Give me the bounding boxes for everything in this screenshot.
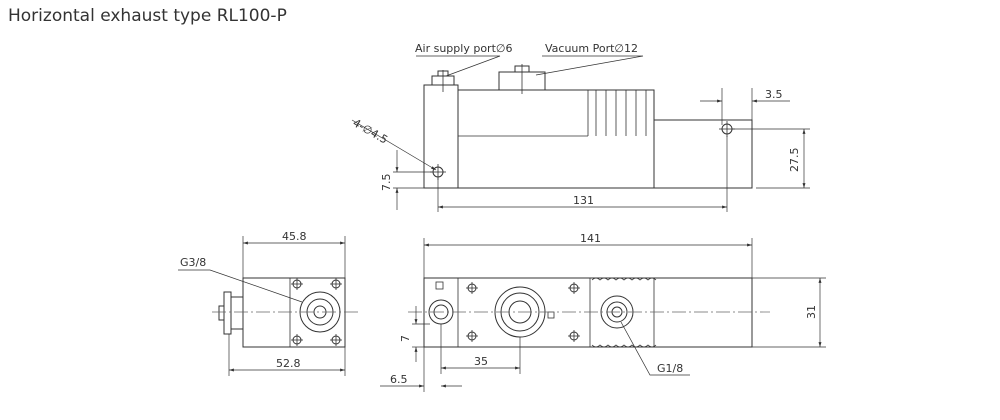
dim-7: 7	[399, 335, 412, 342]
label-g1-8: G1/8	[657, 362, 683, 375]
dim-7-5: 7.5	[380, 174, 393, 192]
side-view	[178, 236, 360, 376]
air-supply-fitting	[431, 70, 455, 92]
mounting-hole-left	[430, 164, 446, 180]
dim-35: 35	[474, 355, 488, 368]
label-g3-8: G3/8	[180, 256, 206, 269]
dim-3-5: 3.5	[765, 88, 783, 101]
dim-45-8: 45.8	[282, 230, 307, 243]
label-holes: 4-∅4.5	[351, 116, 390, 146]
fins	[595, 90, 655, 136]
vacuum-fitting	[498, 64, 546, 94]
bottom-screws	[466, 282, 580, 342]
top-view	[351, 55, 810, 212]
dim-141: 141	[580, 232, 601, 245]
label-air-supply-port: Air supply port∅6	[415, 42, 512, 55]
dim-27-5: 27.5	[788, 148, 801, 173]
bottom-view	[380, 238, 826, 392]
label-vacuum-port: Vacuum Port∅12	[545, 42, 638, 55]
dim-6-5: 6.5	[390, 373, 408, 386]
dim-131: 131	[573, 194, 594, 207]
drawing-title: Horizontal exhaust type RL100-P	[8, 6, 287, 26]
side-screws	[291, 278, 342, 346]
dim-52-8: 52.8	[276, 357, 301, 370]
dim-31: 31	[805, 305, 818, 319]
